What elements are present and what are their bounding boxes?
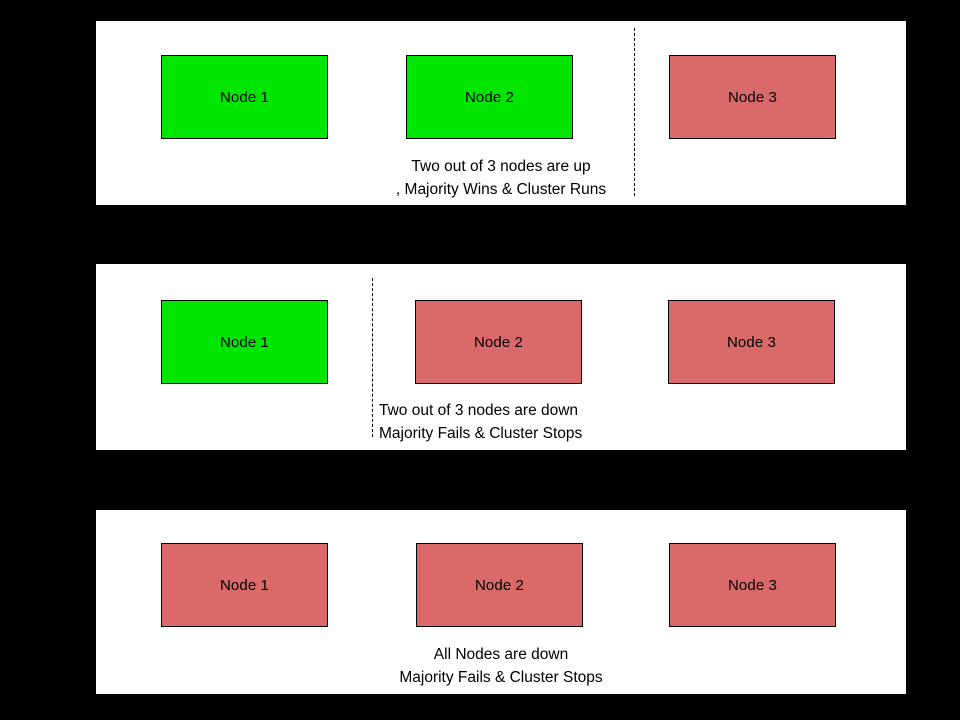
node-label: Node 1 [220,88,269,106]
caption-line: Majority Fails & Cluster Stops [399,669,603,686]
caption-line: Two out of 3 nodes are down [379,402,579,419]
node-box[interactable]: Node 1 [161,300,328,384]
node-label: Node 3 [728,576,777,594]
node-box[interactable]: Node 2 [416,543,583,627]
node-box[interactable]: Node 3 [669,55,836,139]
caption-line: All Nodes are down [433,646,569,663]
node-box[interactable]: Node 3 [669,543,836,627]
node-box[interactable]: Node 2 [406,55,573,139]
node-label: Node 2 [475,576,524,594]
caption-line: Two out of 3 nodes are up [411,158,591,175]
node-box[interactable]: Node 3 [668,300,835,384]
quorum-separator-line [634,28,635,196]
node-label: Node 2 [474,333,523,351]
node-label: Node 3 [728,88,777,106]
node-box[interactable]: Node 2 [415,300,582,384]
node-box[interactable]: Node 1 [161,55,328,139]
node-label: Node 1 [220,333,269,351]
scenario-caption: Two out of 3 nodes are up , Majority Wins… [396,155,606,201]
node-box[interactable]: Node 1 [161,543,328,627]
node-label: Node 1 [220,576,269,594]
node-label: Node 2 [465,88,514,106]
node-label: Node 3 [727,333,776,351]
quorum-separator-line [372,278,373,437]
caption-line: Majority Fails & Cluster Stops [379,425,583,442]
caption-line: , Majority Wins & Cluster Runs [395,181,607,198]
